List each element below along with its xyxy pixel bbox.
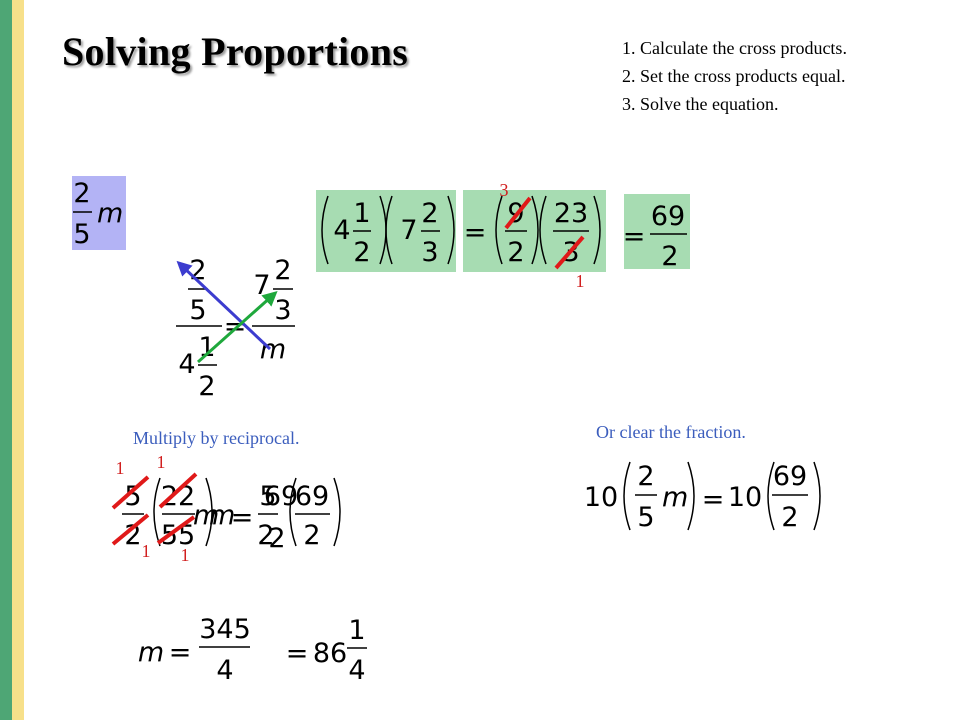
caption-clear-fraction: Or clear the fraction. bbox=[596, 422, 746, 442]
f2-numerator: 2 bbox=[421, 198, 438, 229]
paren-close bbox=[687, 461, 695, 531]
f2-numerator: 22 bbox=[161, 481, 195, 512]
paren-open bbox=[289, 477, 297, 547]
variable: m bbox=[209, 500, 235, 531]
i-denominator: 2 bbox=[303, 520, 320, 551]
denominator: 4 bbox=[216, 655, 233, 686]
coefficient: 10 bbox=[728, 482, 762, 513]
highlight-box-top-left bbox=[72, 176, 126, 250]
left-accent-bar-green bbox=[0, 0, 12, 720]
denominator: 5 bbox=[73, 219, 90, 250]
result-denominator: 2 bbox=[661, 241, 678, 272]
paren-close bbox=[813, 461, 821, 531]
highlight-box-result bbox=[624, 194, 690, 269]
fraction-numerator: 1 bbox=[348, 615, 365, 646]
variable: m bbox=[662, 482, 688, 513]
step-2: 2. Set the cross products equal. bbox=[622, 66, 846, 86]
c-denominator: 3 bbox=[274, 295, 291, 326]
expr-multiply-reciprocal: 5 2 22 55 m m = 5 2 69 2 69 2 1 1 1 1 bbox=[111, 452, 341, 565]
denominator: 5 bbox=[637, 502, 654, 533]
g-denominator: 2 bbox=[257, 520, 274, 551]
paren-open bbox=[539, 195, 547, 265]
expr-two-fifths-m: 2 5 m bbox=[73, 178, 123, 250]
paren-close bbox=[447, 195, 455, 265]
c-whole: 7 bbox=[253, 270, 270, 301]
f1-whole: 4 bbox=[333, 215, 350, 246]
f2-whole: 7 bbox=[400, 215, 417, 246]
variable: m bbox=[97, 198, 123, 229]
result-numerator: 69 bbox=[651, 201, 685, 232]
equals-sign: = bbox=[231, 502, 254, 533]
numerator: 69 bbox=[773, 461, 807, 492]
steps-list: 1. Calculate the cross products. 2. Set … bbox=[622, 34, 847, 118]
cross-arrow-green bbox=[197, 291, 278, 364]
fraction-denominator: 4 bbox=[348, 655, 365, 686]
cancel-one: 1 bbox=[181, 545, 190, 565]
i-numerator: 69 bbox=[295, 481, 329, 512]
expr-clear-fraction: 10 2 5 m = 10 69 2 bbox=[584, 461, 821, 533]
b-denominator: 2 bbox=[198, 371, 215, 402]
b-numerator: 1 bbox=[198, 332, 215, 363]
paren-open bbox=[623, 461, 631, 531]
f2-denominator: 3 bbox=[421, 237, 438, 268]
cancel-stroke bbox=[504, 196, 532, 230]
variable: m bbox=[260, 334, 286, 365]
b-whole: 4 bbox=[178, 349, 195, 380]
paren-close bbox=[593, 195, 601, 265]
equals-sign: = bbox=[623, 221, 646, 252]
paren-close bbox=[205, 477, 213, 547]
paren-open bbox=[153, 477, 161, 547]
numerator: 345 bbox=[199, 614, 251, 645]
h-denominator: 2 bbox=[268, 523, 285, 554]
f1-denominator: 2 bbox=[124, 520, 141, 551]
left-accent-bar-yellow bbox=[12, 0, 24, 720]
cancel-stroke bbox=[111, 475, 150, 510]
cancel-one: 1 bbox=[142, 541, 151, 561]
caption-multiply-reciprocal: Multiply by reciprocal. bbox=[133, 428, 300, 448]
f1-denominator: 2 bbox=[353, 237, 370, 268]
g-numerator: 5 bbox=[259, 481, 276, 512]
equals-sign: = bbox=[464, 217, 487, 248]
a-denominator: 5 bbox=[189, 295, 206, 326]
cancel-stroke bbox=[156, 515, 196, 545]
f1-numerator: 1 bbox=[353, 198, 370, 229]
g2-numerator: 23 bbox=[554, 198, 588, 229]
paren-open bbox=[385, 195, 393, 265]
variable: m bbox=[193, 500, 219, 531]
paren-open bbox=[767, 461, 775, 531]
h-numerator: 69 bbox=[264, 481, 298, 512]
cancel-one: 1 bbox=[157, 452, 166, 472]
equals-sign: = bbox=[169, 637, 192, 668]
expr-final-result: m = 345 4 = 86 1 4 bbox=[138, 614, 367, 686]
c-numerator: 2 bbox=[274, 255, 291, 286]
numerator: 2 bbox=[637, 461, 654, 492]
whole-number: 86 bbox=[313, 638, 347, 669]
expr-cross-products: 4 1 2 7 2 3 = 9 2 23 3 = 69 2 3 1 bbox=[321, 180, 687, 291]
variable: m bbox=[138, 637, 164, 668]
cancel-result-top: 3 bbox=[500, 180, 509, 200]
cancel-result-bottom: 1 bbox=[576, 271, 585, 291]
g1-denominator: 2 bbox=[507, 237, 524, 268]
coefficient: 10 bbox=[584, 482, 618, 513]
step-3: 3. Solve the equation. bbox=[622, 94, 779, 114]
cross-arrow-blue bbox=[176, 260, 272, 351]
paren-open bbox=[495, 195, 503, 265]
slide-title: Solving Proportions bbox=[62, 29, 409, 74]
paren-close bbox=[531, 195, 539, 265]
cancel-stroke bbox=[158, 472, 198, 509]
cancel-stroke bbox=[111, 513, 150, 546]
paren-close bbox=[333, 477, 341, 547]
equals-sign: = bbox=[286, 638, 309, 669]
denominator: 2 bbox=[781, 502, 798, 533]
step-1: 1. Calculate the cross products. bbox=[622, 38, 847, 58]
equals-sign: = bbox=[702, 484, 725, 515]
cancel-stroke bbox=[554, 235, 585, 270]
cancel-one: 1 bbox=[116, 458, 125, 478]
paren-close bbox=[379, 195, 387, 265]
paren-open bbox=[321, 195, 329, 265]
numerator: 2 bbox=[73, 178, 90, 209]
